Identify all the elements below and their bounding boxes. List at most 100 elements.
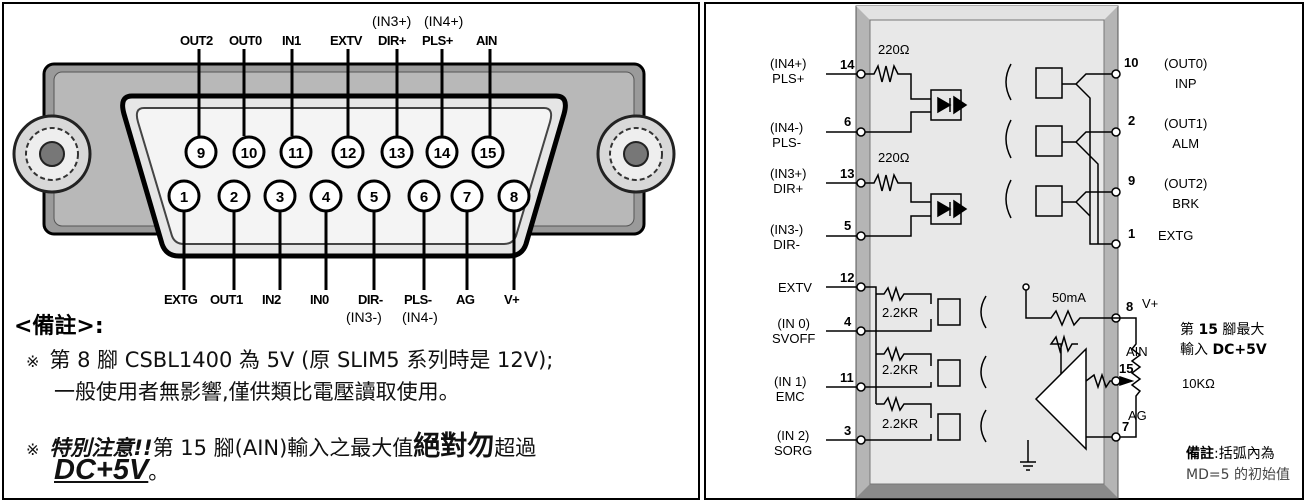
sch-label-dir-plus-name: DIR+ xyxy=(773,181,804,196)
pin-9-number: 9 xyxy=(197,145,205,162)
pin-13-number: 13 xyxy=(389,145,406,162)
note-2-cont: DC+5V。 xyxy=(54,454,169,487)
note-2-strong: 絕對勿 xyxy=(413,431,495,462)
sch-label-emc-name: EMC xyxy=(775,389,805,404)
label-in4-minus: (IN4-) xyxy=(402,309,438,325)
max-input-note-line1: 第 15 腳最大 xyxy=(1180,320,1267,340)
sch-label-pls-minus: (IN4-) PLS- xyxy=(770,120,803,150)
sch-label-ain: AIN xyxy=(1126,344,1148,359)
resistor-22k-b: 2.2KR xyxy=(882,362,918,377)
sch-pin-4: 4 xyxy=(844,314,852,329)
sch-pin-6: 6 xyxy=(844,114,851,129)
pin-3-number: 3 xyxy=(276,189,284,206)
note-2-end: 。 xyxy=(148,460,170,484)
label-in0: IN0 xyxy=(310,292,329,307)
label-out1: OUT1 xyxy=(210,292,243,307)
max-input-note-line2: 輸入 DC+5V xyxy=(1180,340,1267,360)
label-in1: IN1 xyxy=(282,33,301,48)
note-2-mark: ※ xyxy=(26,440,40,459)
sch-label-sorg: (IN 2) SORG xyxy=(774,428,812,458)
resistor-220-b: 220Ω xyxy=(878,150,910,165)
pin-14 xyxy=(425,135,459,169)
note-2: ※特別注意!!第 15 腳(AIN)輸入之最大值絕對勿超過 xyxy=(26,424,536,463)
remark-label: 備註 xyxy=(1186,446,1214,462)
max-note-prefix: 第 xyxy=(1180,322,1199,338)
sch-label-emc-alt: (IN 1) xyxy=(774,374,807,389)
sch-pin-3: 3 xyxy=(844,423,851,438)
pin-10 xyxy=(232,135,266,169)
note-1-mark: ※ xyxy=(26,352,40,371)
sch-label-dir-minus-alt: (IN3-) xyxy=(770,222,804,237)
resistor-22k-c: 2.2KR xyxy=(882,416,918,431)
pin-13 xyxy=(380,135,414,169)
sch-label-brk-alt: (OUT2) xyxy=(1164,176,1208,191)
sch-label-v-plus: V+ xyxy=(1142,296,1159,311)
pin-8 xyxy=(497,179,531,213)
note-2-value: DC+5V xyxy=(54,454,149,486)
pot-value: 10KΩ xyxy=(1182,376,1215,391)
pin-6 xyxy=(407,179,441,213)
note-1-line1: 第 8 腳 CSBL1400 為 5V (原 SLIM5 系列時是 12V); xyxy=(49,348,554,372)
sch-label-dir-minus-name: DIR- xyxy=(773,237,800,252)
pin-2 xyxy=(217,179,251,213)
label-v-plus: V+ xyxy=(504,292,520,307)
sch-label-extv: EXTV xyxy=(778,280,812,295)
sch-label-sorg-alt: (IN 2) xyxy=(776,428,810,443)
sch-label-emc: (IN 1) EMC xyxy=(774,374,807,404)
label-ag: AG xyxy=(456,292,475,307)
pin-4 xyxy=(309,179,343,213)
remark-line2: MD=5 的初始值 xyxy=(1186,467,1290,483)
sch-pin-12: 12 xyxy=(840,270,854,285)
sch-label-dir-minus: (IN3-) DIR- xyxy=(770,222,803,252)
sch-pin-9: 9 xyxy=(1128,173,1135,188)
sch-label-inp-name: INP xyxy=(1174,76,1197,91)
sch-pin-10: 10 xyxy=(1124,55,1138,70)
sch-pin-11: 11 xyxy=(840,370,854,385)
top-pin-row xyxy=(184,135,505,169)
pin-8-number: 8 xyxy=(510,189,518,206)
remark-note: 備註:括弧內為 MD=5 的初始值 xyxy=(1186,444,1290,486)
sch-label-pls-plus-alt: (IN4+) xyxy=(770,56,807,71)
sch-label-alm: (OUT1) ALM xyxy=(1164,114,1207,154)
max-note-value: DC+5V xyxy=(1212,342,1267,358)
pin-14-number: 14 xyxy=(434,145,451,162)
sch-label-svoff-alt: (IN 0) xyxy=(777,316,810,331)
io-circuit-panel: 14 6 13 5 12 4 11 3 10 2 9 1 8 15 7 220Ω… xyxy=(704,2,1304,500)
note-2-tail: 超過 xyxy=(494,436,537,460)
label-out0: OUT0 xyxy=(229,33,262,48)
sch-label-svoff: (IN 0) SVOFF xyxy=(772,316,815,346)
sch-label-pls-minus-alt: (IN4-) xyxy=(770,120,804,135)
sch-pin-15: 15 xyxy=(1119,361,1133,376)
sch-label-alm-name: ALM xyxy=(1172,136,1200,151)
max-note-suffix: 腳最大 xyxy=(1217,322,1265,338)
pin-1-number: 1 xyxy=(180,189,188,206)
pin-12 xyxy=(331,135,365,169)
label-in3-minus: (IN3-) xyxy=(346,309,382,325)
pin-2-number: 2 xyxy=(230,189,238,206)
note-2-text: 第 15 腳(AIN)輸入之最大值 xyxy=(152,436,414,460)
sch-pin-1: 1 xyxy=(1128,226,1135,241)
max-note-pin: 15 xyxy=(1198,322,1218,338)
resistor-220-a: 220Ω xyxy=(878,42,910,57)
sch-label-dir-plus-alt: (IN3+) xyxy=(770,166,807,181)
label-out2: OUT2 xyxy=(180,33,213,48)
sch-label-inp: (OUT0) INP xyxy=(1164,54,1207,94)
pin-15 xyxy=(471,135,505,169)
sch-label-pls-plus-name: PLS+ xyxy=(772,71,805,86)
label-extv: EXTV xyxy=(330,33,362,48)
sch-label-brk: (OUT2) BRK xyxy=(1164,174,1207,214)
pin-6-number: 6 xyxy=(420,189,428,206)
label-in2: IN2 xyxy=(262,292,281,307)
label-in3-plus: (IN3+) xyxy=(372,13,412,29)
note-1: ※ 第 8 腳 CSBL1400 為 5V (原 SLIM5 系列時是 12V); xyxy=(26,344,553,374)
sch-label-dir-plus: (IN3+) DIR+ xyxy=(770,166,806,196)
pin-1 xyxy=(167,179,201,213)
sch-pin-13: 13 xyxy=(840,166,854,181)
label-ain: AIN xyxy=(476,33,497,48)
label-extg: EXTG xyxy=(164,292,198,307)
pin-11-number: 11 xyxy=(288,145,304,162)
pin-12-number: 12 xyxy=(340,145,357,162)
sch-pin-8: 8 xyxy=(1126,299,1133,314)
sch-label-pls-minus-name: PLS- xyxy=(772,135,802,150)
notes-heading: <備註>: xyxy=(14,314,104,339)
